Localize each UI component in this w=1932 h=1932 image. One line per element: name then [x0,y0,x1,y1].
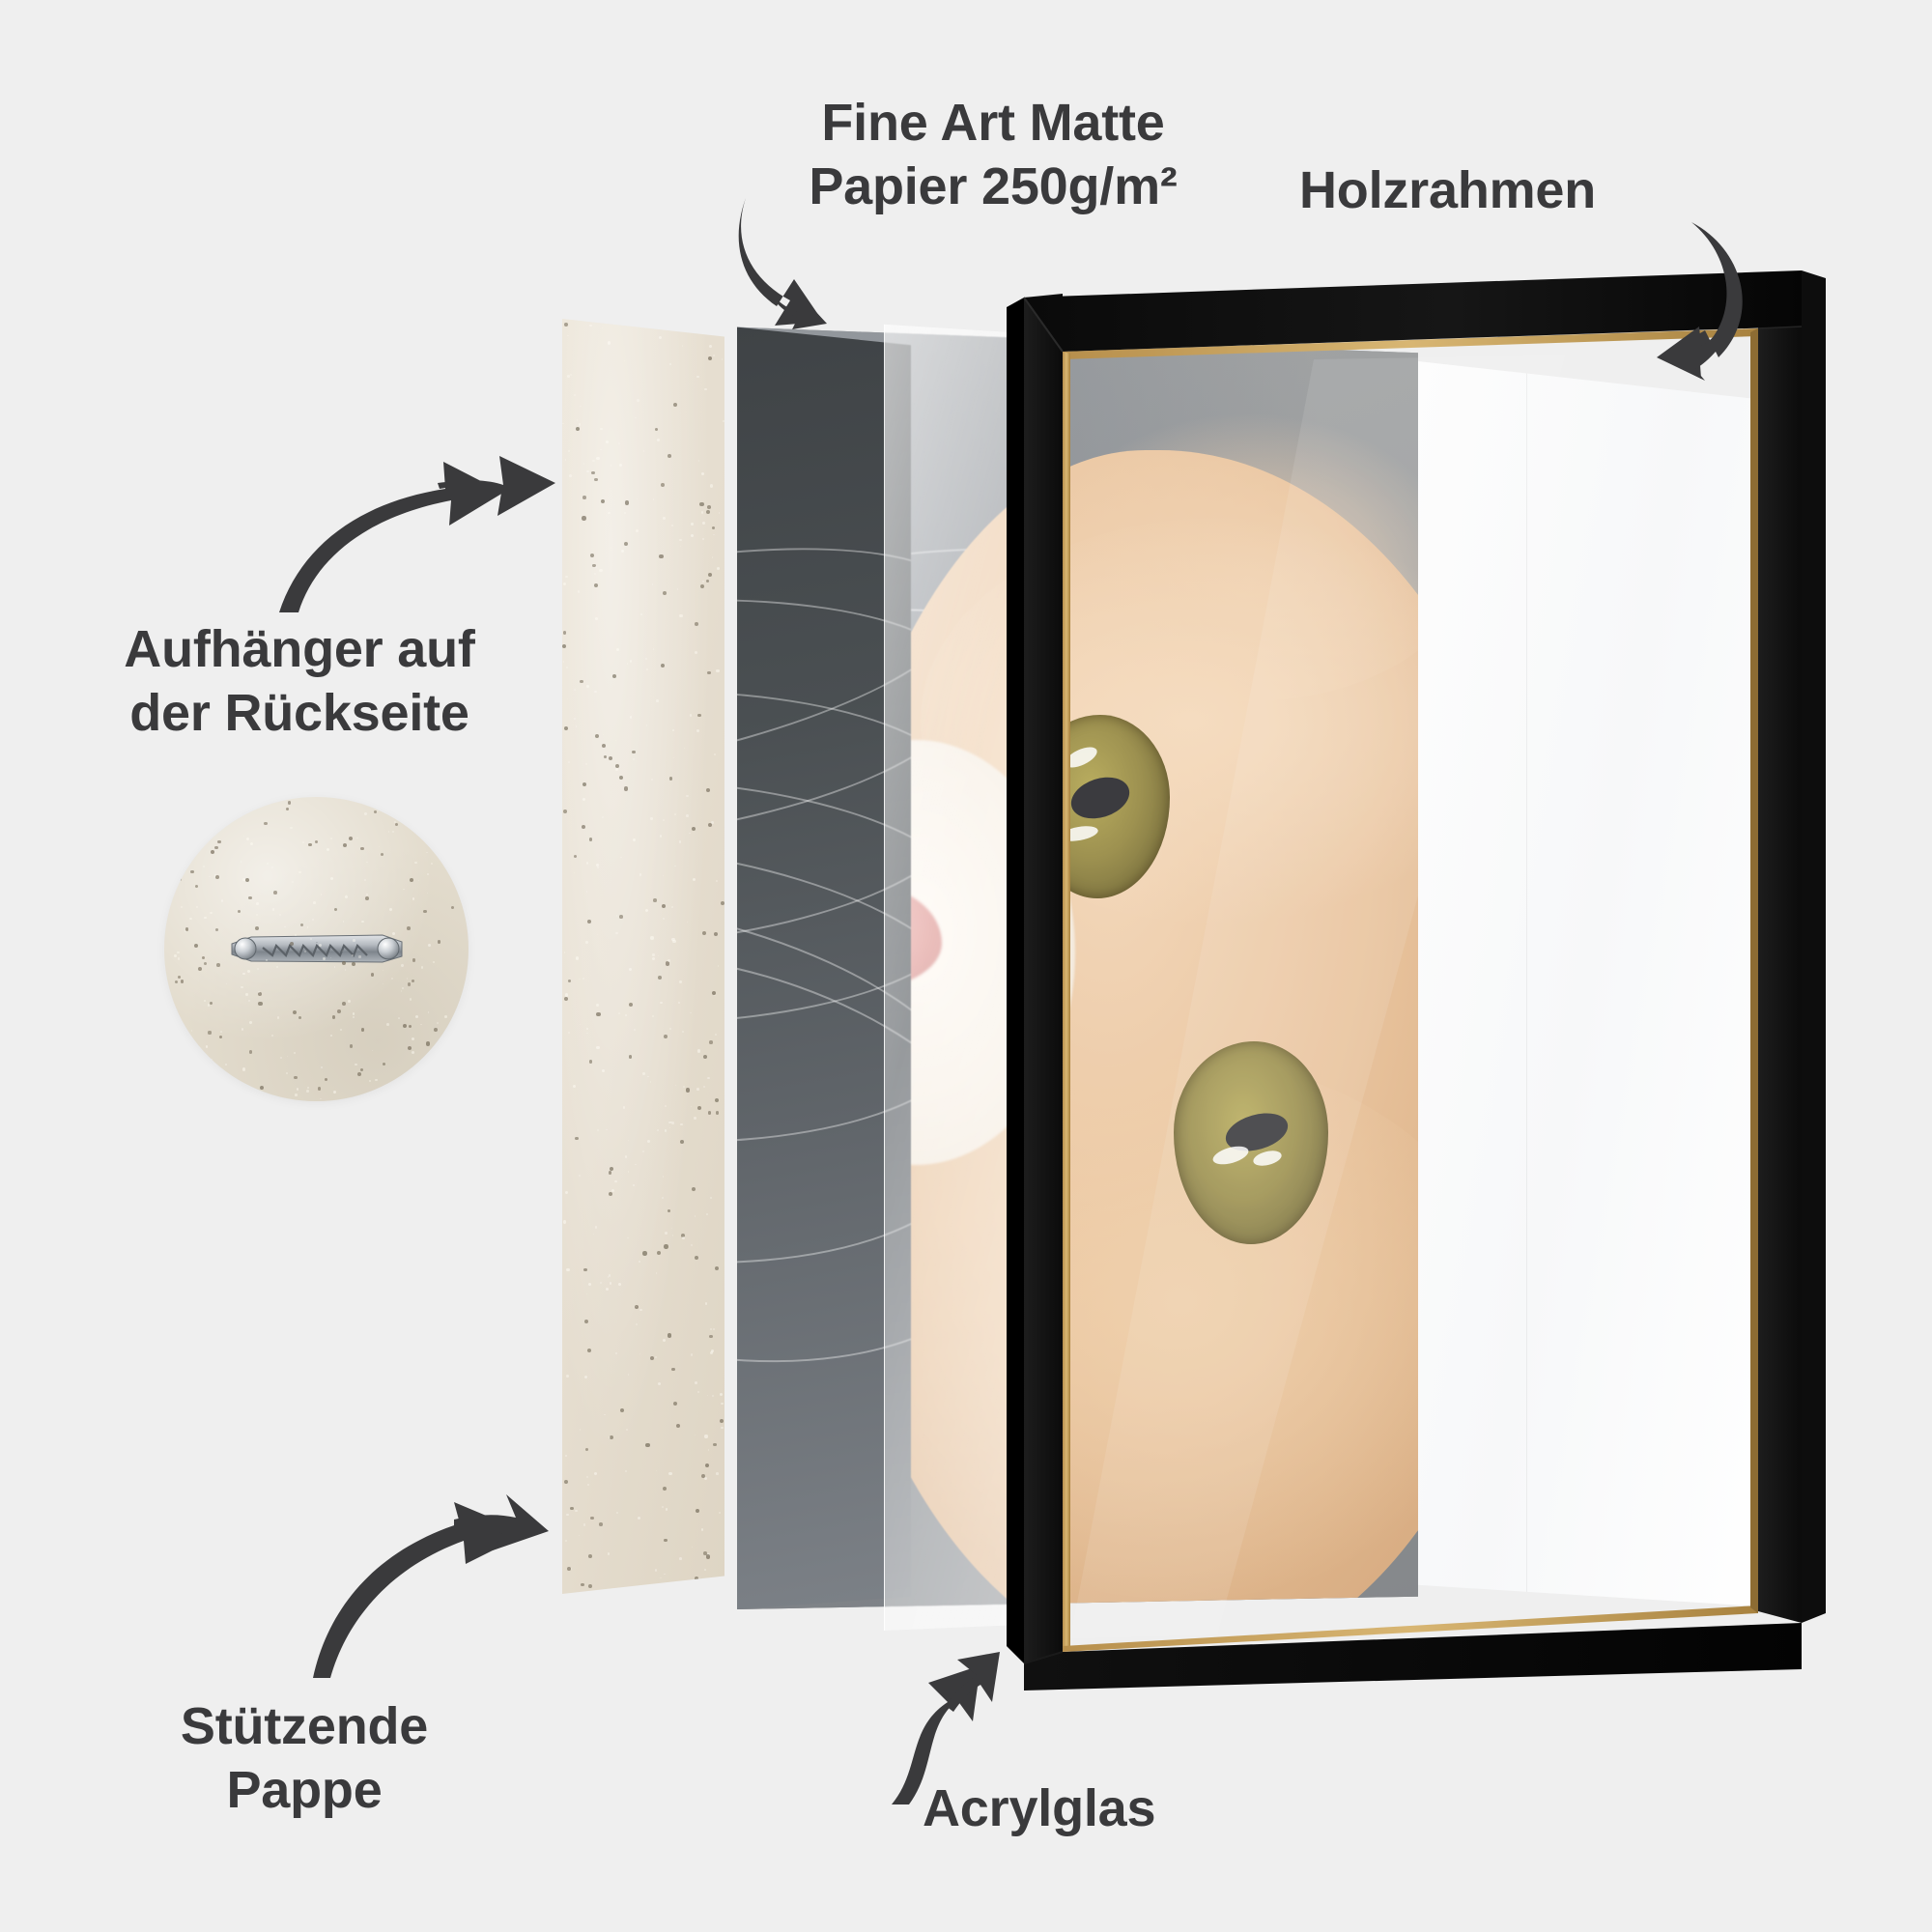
wooden-frame [1007,270,1826,1690]
arrow-to-cardboard-bottom [309,1492,599,1686]
label-acrylglas: Acrylglas [923,1779,1156,1837]
label-fine-art-paper: Fine Art Matte Papier 250g/m² [809,94,1178,215]
arrow-to-cardboard-top [275,433,584,626]
label-aufhaenger: Aufhänger auf der Rückseite [124,620,475,742]
layer-cardboard [562,319,724,1594]
mat-white-border [1418,361,1776,1607]
layer-fine-art-paper [737,327,911,1609]
frame-glass-reflection [1070,355,1565,1638]
svg-text:·: · [315,939,317,947]
label-stuetzende-pappe: Stützende Pappe [180,1697,429,1819]
frame-moulding [1007,270,1826,1690]
mat-seam [1526,361,1527,1607]
frame-inner-gold-lip [1063,328,1758,1652]
label-holzrahmen: Holzrahmen [1299,161,1597,219]
hanger-detail-circle: · [164,797,469,1101]
sawtooth-hanger-hardware: · [226,930,408,969]
